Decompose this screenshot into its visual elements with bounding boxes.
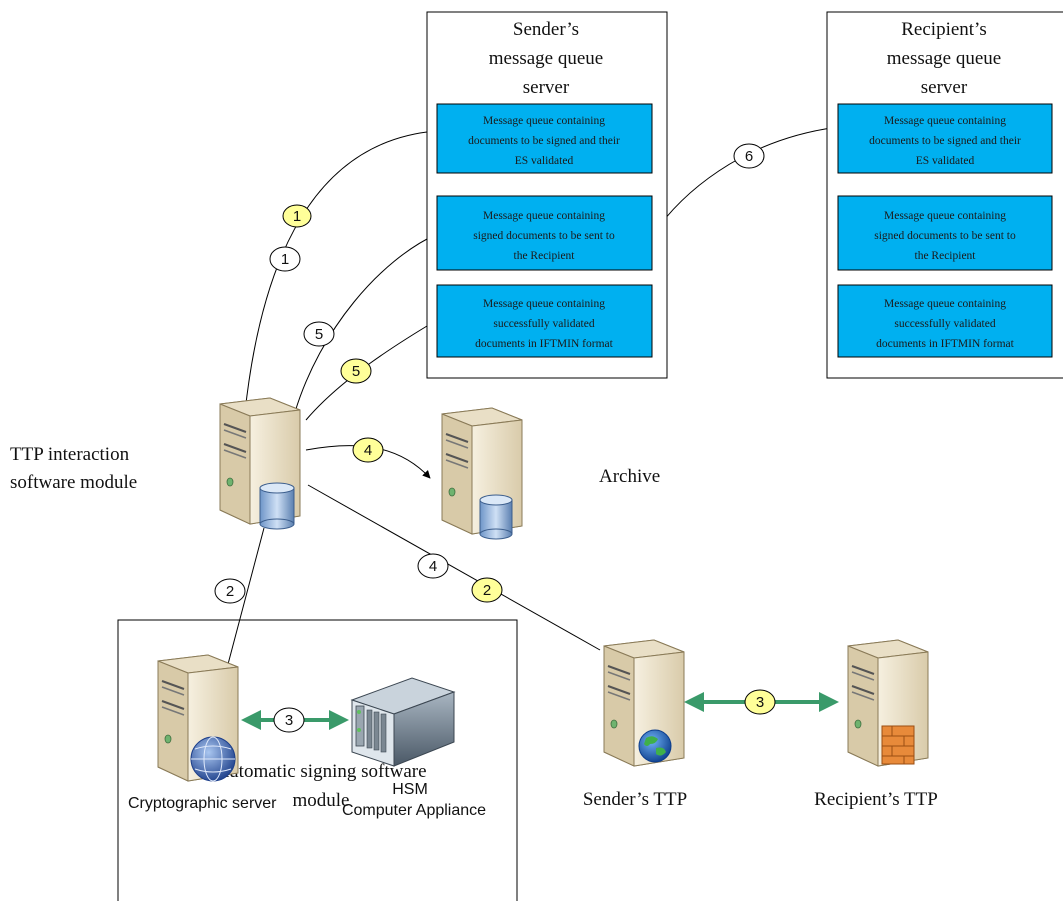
recipient-queue-3-line-3: documents in IFTMIN format — [876, 338, 1014, 350]
sender-queue-1-line-2: documents to be signed and their — [468, 135, 620, 147]
recipient-server-title-1: Recipient’s — [901, 19, 986, 40]
hsm-label-1: HSM — [392, 781, 428, 798]
sender-queue-3-line-1: Message queue containing — [483, 298, 605, 310]
firewall-icon — [881, 725, 915, 765]
recipient-queue-2-line-2: signed documents to be sent to — [874, 230, 1016, 242]
sender-queue-1[interactable] — [436, 103, 653, 174]
svg-text:2: 2 — [226, 583, 234, 600]
flow-6 — [651, 123, 839, 237]
sender-queue-2-line-1: Message queue containing — [483, 210, 605, 222]
recipient-queue-1-line-2: documents to be signed and their — [869, 135, 1021, 147]
badge-4-yellow: 4 — [352, 437, 384, 463]
recipient-queue-2[interactable] — [837, 195, 1053, 271]
badge-5-yellow: 5 — [340, 358, 372, 384]
badge-1-yellow: 1 — [282, 204, 312, 228]
recipient-queue-server: Recipient’s message queue server Message… — [826, 11, 1063, 379]
recipient-queue-3[interactable] — [837, 284, 1053, 358]
svg-text:1: 1 — [281, 251, 289, 268]
hsm-label-2: Computer Appliance — [342, 802, 486, 819]
svg-text:3: 3 — [756, 694, 764, 711]
recipient-queue-1-line-3: ES validated — [916, 155, 975, 167]
recipient-queue-1-line-1: Message queue containing — [884, 115, 1006, 127]
sender-queue-server: Sender’s message queue server Message qu… — [426, 11, 668, 379]
crypto-server-icon[interactable] — [157, 654, 239, 782]
recipient-queue-3-line-1: Message queue containing — [884, 298, 1006, 310]
recipient-ttp-server-icon[interactable] — [847, 639, 929, 767]
recipient-ttp-label: Recipient’s TTP — [814, 789, 938, 810]
svg-text:4: 4 — [429, 558, 437, 575]
badge-6-white: 6 — [733, 143, 765, 169]
sender-queue-3-line-3: documents in IFTMIN format — [475, 338, 613, 350]
flow-5-upper — [294, 233, 438, 413]
svg-text:3: 3 — [285, 712, 293, 729]
badge-2-yellow: 2 — [471, 577, 503, 603]
sender-ttp-server-icon[interactable] — [603, 639, 685, 767]
badge-3-white: 3 — [273, 707, 305, 733]
step-badges: 1 1 5 5 6 4 2 4 — [214, 143, 776, 733]
svg-text:1: 1 — [293, 208, 301, 225]
sender-queue-2-line-2: signed documents to be sent to — [473, 230, 615, 242]
sender-queue-3[interactable] — [436, 284, 653, 358]
recipient-server-title-2: message queue — [887, 48, 1001, 69]
ttp-module-label-2: software module — [10, 472, 137, 493]
svg-text:6: 6 — [745, 148, 753, 165]
archive-server-icon[interactable] — [441, 407, 523, 540]
badge-1-white: 1 — [269, 246, 301, 272]
sender-queue-1-line-1: Message queue containing — [483, 115, 605, 127]
sender-server-title-1: Sender’s — [513, 19, 579, 40]
ttp-module-server-icon[interactable] — [219, 397, 301, 530]
badge-3-yellow: 3 — [744, 689, 776, 715]
sender-queue-3-line-2: successfully validated — [493, 318, 594, 330]
svg-text:5: 5 — [352, 363, 360, 380]
globe-icon — [190, 736, 236, 782]
svg-text:5: 5 — [315, 326, 323, 343]
auto-signing-label-1: Automatic signing software — [215, 761, 426, 782]
sender-server-title-3: server — [523, 77, 570, 98]
sender-server-title-2: message queue — [489, 48, 603, 69]
badge-4-white: 4 — [417, 553, 449, 579]
recipient-queue-1[interactable] — [837, 103, 1053, 174]
recipient-queue-2-line-1: Message queue containing — [884, 210, 1006, 222]
crypto-server-label: Cryptographic server — [128, 795, 277, 812]
flow-ttp-sender — [307, 484, 601, 651]
badge-2-white: 2 — [214, 578, 246, 604]
recipient-queue-2-line-3: the Recipient — [915, 250, 977, 262]
sender-queue-2-line-3: the Recipient — [514, 250, 576, 262]
recipient-server-title-3: server — [921, 77, 968, 98]
recipient-queue-3-line-2: successfully validated — [894, 318, 995, 330]
sender-queue-2[interactable] — [436, 195, 653, 271]
flow-1 — [241, 130, 437, 413]
badge-5-white: 5 — [303, 321, 335, 347]
ttp-module-label-1: TTP interaction — [10, 444, 130, 465]
svg-text:4: 4 — [364, 442, 372, 459]
hsm-appliance-icon[interactable] — [350, 677, 456, 767]
earth-globe-icon — [638, 729, 672, 763]
database-icon — [259, 482, 295, 530]
database-icon — [479, 494, 513, 540]
svg-text:2: 2 — [483, 582, 491, 599]
auto-signing-label-2: module — [293, 790, 350, 811]
auto-signing-module: Automatic signing software module — [117, 619, 518, 901]
sender-ttp-label: Sender’s TTP — [583, 789, 687, 810]
sender-queue-1-line-3: ES validated — [515, 155, 574, 167]
archive-label: Archive — [599, 466, 660, 487]
